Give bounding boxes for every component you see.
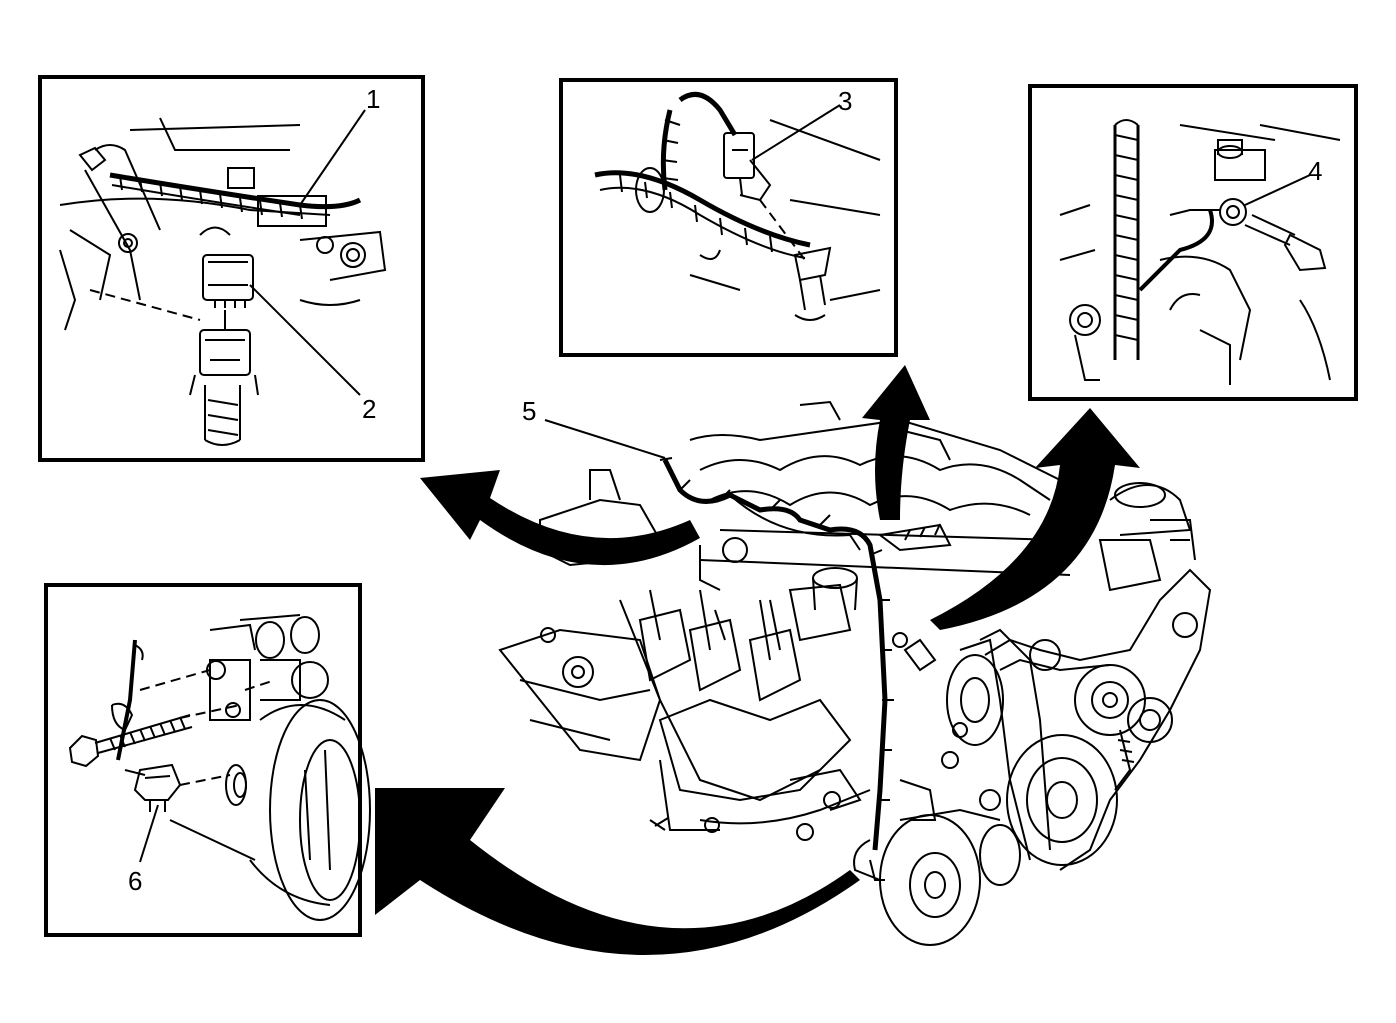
inset-artwork <box>1059 119 1341 385</box>
callout-1: 1 <box>366 84 380 114</box>
inset-bottom-left: 6 <box>44 583 371 937</box>
callout-3: 3 <box>838 86 852 116</box>
arrow-to-inset-bottom-left <box>375 788 860 955</box>
callout-6: 6 <box>128 866 142 896</box>
leader-line-4 <box>1244 174 1311 206</box>
inset-top-right: 4 <box>1028 84 1358 401</box>
inset-top-left: 1 2 <box>38 75 425 462</box>
inset-frame <box>44 583 362 937</box>
inset-artwork <box>594 91 881 321</box>
leader-line-5 <box>544 419 666 459</box>
inset-artwork <box>59 117 387 446</box>
inset-frame <box>1028 84 1358 401</box>
callout-4: 4 <box>1308 156 1322 186</box>
leader-line-3 <box>751 104 841 161</box>
arrows <box>375 365 1140 955</box>
arrow-to-inset-top-center <box>862 365 930 520</box>
leader-line-2 <box>249 284 361 396</box>
leader-line-1 <box>299 109 366 206</box>
inset-artwork <box>68 614 371 921</box>
arrow-to-inset-top-right <box>930 408 1140 630</box>
leader-line-6 <box>139 804 159 863</box>
inset-top-center: 3 <box>559 78 898 357</box>
inset-frame <box>38 75 425 462</box>
callout-2: 2 <box>362 394 376 424</box>
callout-5: 5 <box>522 396 536 426</box>
engine-main-view <box>498 400 1212 946</box>
arrow-to-inset-top-left <box>420 470 700 566</box>
